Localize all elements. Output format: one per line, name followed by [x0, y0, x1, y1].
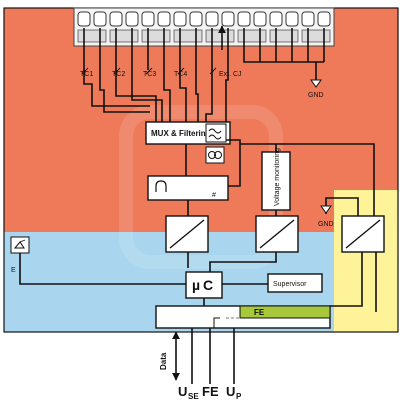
- u-p-label: U: [226, 384, 235, 399]
- adc-integrator-icon: [155, 180, 167, 192]
- adc-box: [147, 175, 229, 201]
- ground-symbol-icon: [310, 79, 322, 88]
- c-label: C: [203, 277, 213, 293]
- adc-hash-label: #: [212, 192, 216, 199]
- fe-bar: [239, 305, 331, 319]
- status-led-icon: [10, 236, 30, 254]
- data-label: Data: [159, 352, 168, 370]
- galvanic-isolation-icon: [341, 215, 385, 253]
- voltage-monitoring-label: Voltage monitoring: [274, 148, 281, 206]
- channel-label-tc3: TC3: [143, 71, 156, 78]
- input-wires: [81, 25, 325, 122]
- supervisor-label: Supervisor: [273, 281, 307, 288]
- gnd-top-label: GND: [308, 92, 324, 99]
- fe-bar-label: FE: [254, 308, 265, 317]
- channel-label-tc4: TC4: [174, 71, 187, 78]
- e-label: E: [11, 267, 16, 274]
- u-se-subscript: SE: [188, 392, 199, 401]
- ground-symbol-icon: [320, 205, 332, 214]
- mu-label: µ: [192, 277, 200, 293]
- fe-bottom-label: FE: [202, 384, 219, 399]
- sine-filter-icon: [205, 123, 227, 143]
- u-se-label: U: [178, 384, 187, 399]
- channel-label-ext-cj: Ext. CJ: [219, 71, 242, 78]
- terminal-clamps: [77, 29, 331, 43]
- galvanic-isolation-icon: [165, 215, 209, 253]
- galvanic-isolation-icon: [255, 215, 299, 253]
- terminal-block: [73, 7, 335, 47]
- terminal-screws: [77, 11, 331, 27]
- gnd-right-label: GND: [318, 221, 334, 228]
- current-source-icon: [205, 146, 225, 164]
- microcontroller-box: [185, 271, 223, 299]
- channel-label-tc2: TC2: [112, 71, 125, 78]
- channel-label-tc1: TC1: [80, 71, 93, 78]
- mux-filtering-label: MUX & Filtering: [151, 129, 211, 138]
- supervisor-box: [267, 273, 323, 293]
- u-p-subscript: P: [236, 392, 242, 401]
